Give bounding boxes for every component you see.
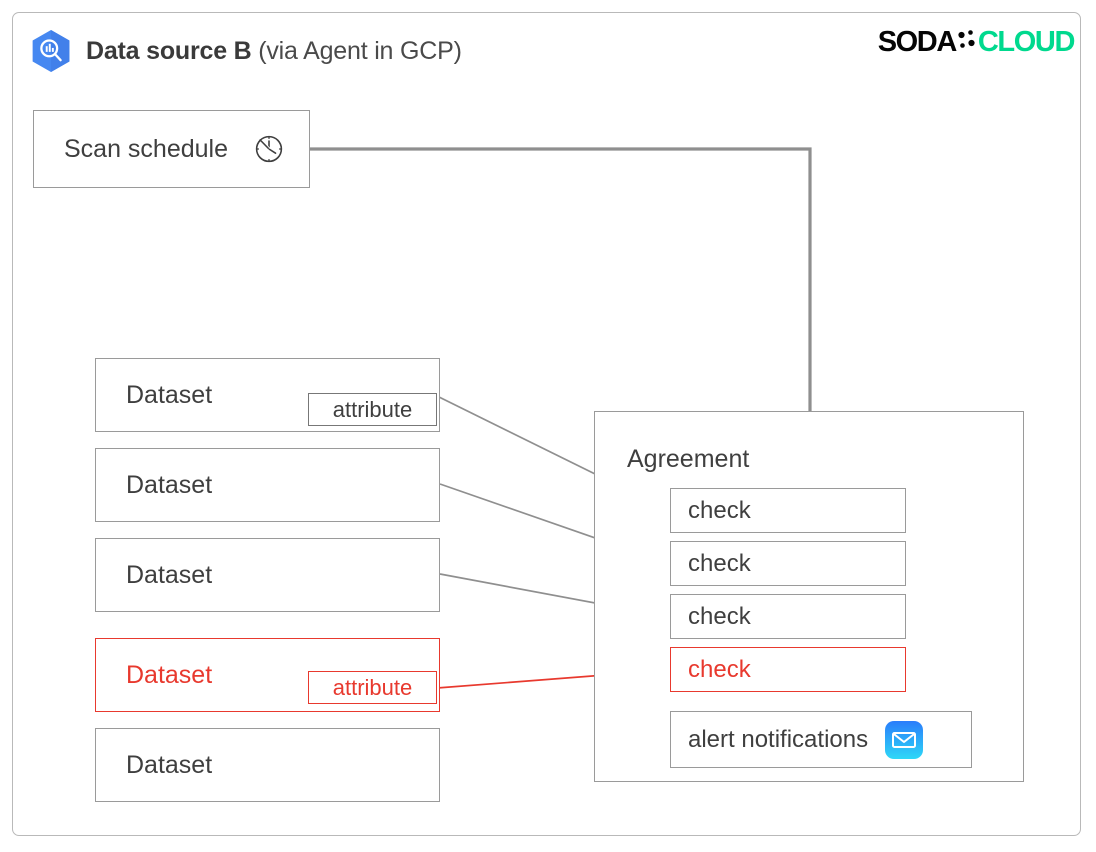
page-title: Data source B (via Agent in GCP) [86,37,462,66]
mail-icon[interactable] [884,720,924,760]
dataset-box-5[interactable]: Dataset [95,728,440,802]
check-label: check [688,496,751,524]
agreement-title: Agreement [627,445,750,473]
soda-dots-icon [958,30,975,48]
alert-notifications-box[interactable]: alert notifications [670,711,972,768]
dataset-box-2[interactable]: Dataset [95,448,440,522]
check-box-3[interactable]: check [670,594,906,639]
title-strong: Data source B [86,36,252,65]
scan-schedule-label: Scan schedule [64,134,229,163]
scan-schedule-box[interactable]: Scan schedule [33,110,310,188]
attribute-chip-4[interactable]: attribute [308,671,437,704]
soda-cloud-logo: SODA CLOUD [877,25,1076,58]
dataset-box-3[interactable]: Dataset [95,538,440,612]
bigquery-hexagon-icon [32,30,70,72]
attribute-label: attribute [332,674,413,700]
logo-cloud-text: CLOUD [977,25,1076,58]
dataset-label: Dataset [126,750,213,779]
attribute-label: attribute [332,396,413,422]
title-regular: (via Agent in GCP) [251,36,462,65]
check-label: check [688,655,751,683]
dataset-label: Dataset [126,380,213,409]
clock-icon [255,135,283,163]
check-box-1[interactable]: check [670,488,906,533]
attribute-chip-1[interactable]: attribute [308,393,437,426]
check-box-4[interactable]: check [670,647,906,692]
check-label: check [688,602,751,630]
header: Data source B (via Agent in GCP) [30,28,462,74]
dataset-label: Dataset [126,470,213,499]
check-box-2[interactable]: check [670,541,906,586]
logo-soda-text: SODA [877,25,958,58]
check-label: check [688,549,751,577]
dataset-label: Dataset [126,660,213,689]
dataset-label: Dataset [126,560,213,589]
alert-notifications-label: alert notifications [688,725,869,753]
